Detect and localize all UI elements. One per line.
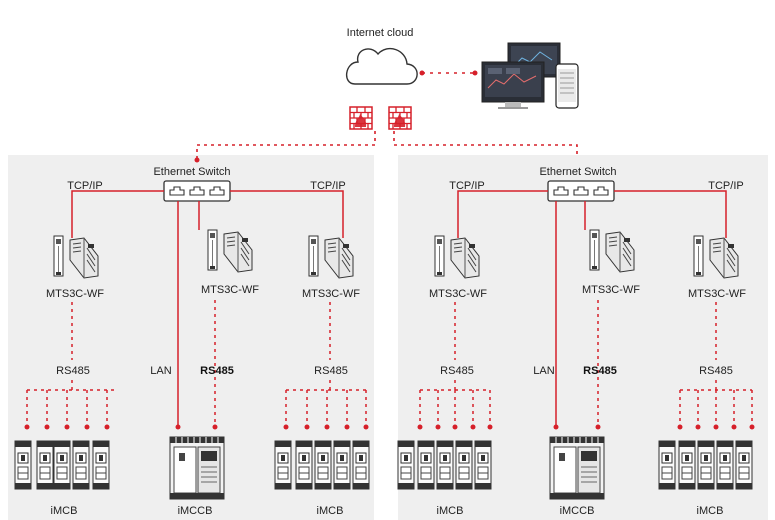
left-imcb-group-1-icon (14, 440, 110, 490)
left-lan-label: LAN (150, 365, 171, 377)
right-lan-label: LAN (533, 365, 554, 377)
right-imcb-group-1-icon (397, 440, 492, 490)
left-rs485-2: RS485 (200, 365, 234, 377)
right-imcb-group-2-icon (658, 440, 753, 490)
client-devices-icon (481, 42, 579, 109)
right-dev2-label: iMCCB (560, 505, 595, 517)
cloud-icon (346, 47, 418, 85)
firewall-icon-right (388, 106, 412, 130)
right-dev3-label: iMCB (697, 505, 724, 517)
left-imcb-group-2-icon (274, 440, 370, 490)
left-dev1-label: iMCB (51, 505, 78, 517)
right-dev1-label: iMCB (437, 505, 464, 517)
right-gateway-1-label: MTS3C-WF (429, 288, 487, 300)
firewall-icon-left (349, 106, 373, 130)
left-rs485-3: RS485 (314, 365, 348, 377)
right-tcp-right: TCP/IP (708, 180, 743, 192)
right-imccb-icon (549, 436, 605, 500)
left-ethernet-switch-icon (163, 180, 231, 202)
right-ethernet-switch-icon (547, 180, 615, 202)
left-cluster: Ethernet Switch TCP/IP TCP/IP MTS3C-WF M… (14, 166, 370, 517)
uplink-left (196, 131, 376, 158)
right-rs485-3: RS485 (699, 365, 733, 377)
left-rs485-1: RS485 (56, 365, 90, 377)
right-rs485-2: RS485 (583, 365, 617, 377)
left-dev2-label: iMCCB (178, 505, 213, 517)
right-switch-label: Ethernet Switch (539, 166, 616, 178)
uplink-right (393, 131, 578, 158)
right-tcp-left: TCP/IP (449, 180, 484, 192)
left-switch-label: Ethernet Switch (153, 166, 230, 178)
left-gateway-1-label: MTS3C-WF (46, 288, 104, 300)
cloud-label: Internet cloud (347, 27, 414, 39)
right-gateway-2-label: MTS3C-WF (582, 284, 640, 296)
link-cloud-devices (419, 70, 478, 76)
right-gateway-3-label: MTS3C-WF (688, 288, 746, 300)
right-rs485-1: RS485 (440, 365, 474, 377)
left-gateway-2-label: MTS3C-WF (201, 284, 259, 296)
left-gateway-3-label: MTS3C-WF (302, 288, 360, 300)
left-dev3-label: iMCB (317, 505, 344, 517)
right-cluster: Ethernet Switch TCP/IP TCP/IP MTS3C-WF M… (397, 166, 755, 517)
left-imccb-icon (169, 436, 225, 500)
left-tcp-left: TCP/IP (67, 180, 102, 192)
left-tcp-right: TCP/IP (310, 180, 345, 192)
